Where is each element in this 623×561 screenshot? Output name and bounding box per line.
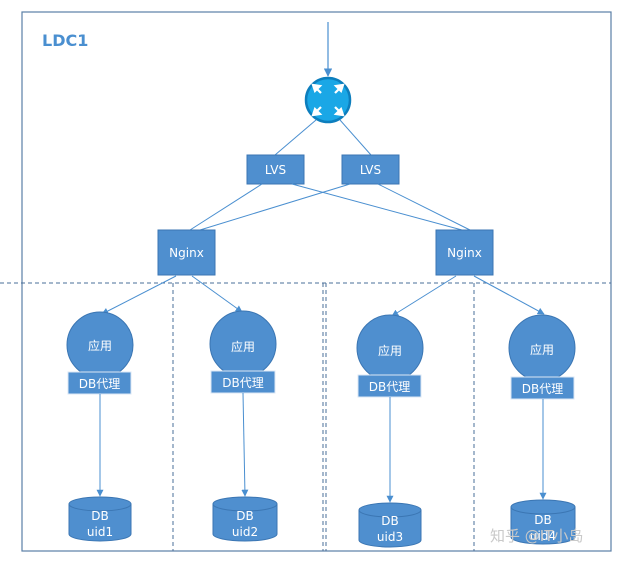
router-icon <box>304 76 352 124</box>
db-proxy-label-3: DB代理 <box>369 380 410 394</box>
db-node-1: DB uid1 <box>68 496 132 542</box>
lvs-label-1: LVS <box>265 163 286 177</box>
link-router-lvs1 <box>274 119 317 156</box>
link-lvs1-nginx2 <box>291 183 463 231</box>
nginx-node-1: Nginx <box>157 229 216 276</box>
link-nginx1-app1 <box>101 275 177 315</box>
link-router-lvs2 <box>339 119 372 156</box>
watermark: 知乎 @IT小岛 <box>490 527 583 545</box>
db-name-2: DB <box>236 509 253 523</box>
nginx-node-2: Nginx <box>435 229 494 276</box>
app-node-2: 应用 DB代理 <box>209 310 277 394</box>
app-label-1: 应用 <box>88 338 112 353</box>
link-lvs2-nginx2 <box>377 183 471 231</box>
link-proxy2-db2 <box>241 392 249 497</box>
db-proxy-label-1: DB代理 <box>79 377 120 391</box>
db-node-4: DB uid4 <box>510 499 576 545</box>
link-lvs2-nginx1 <box>199 183 351 231</box>
link-nginx1-app2 <box>191 275 243 313</box>
lvs-label-2: LVS <box>360 163 381 177</box>
db-uid-2: uid2 <box>232 525 258 539</box>
app-label-3: 应用 <box>378 343 402 358</box>
ldc-title: LDC1 <box>42 31 88 50</box>
nginx-label-1: Nginx <box>169 246 204 260</box>
db-name-1: DB <box>91 509 108 523</box>
db-node-2: DB uid2 <box>212 496 278 542</box>
db-uid-3: uid3 <box>377 530 403 544</box>
db-uid-4: uid4 <box>530 529 556 543</box>
db-proxy-label-2: DB代理 <box>222 376 263 390</box>
nginx-label-2: Nginx <box>447 246 482 260</box>
app-node-3: 应用 DB代理 <box>356 314 424 398</box>
link-nginx2-app4 <box>473 275 545 315</box>
link-nginx2-app3 <box>391 275 457 317</box>
ldc-frame <box>21 11 612 552</box>
app-node-4: 应用 DB代理 <box>508 314 576 400</box>
db-name-4: DB <box>534 513 551 527</box>
app-label-4: 应用 <box>530 342 554 357</box>
app-label-2: 应用 <box>231 339 255 354</box>
link-lvs1-nginx1 <box>189 183 263 231</box>
app-node-1: 应用 DB代理 <box>66 311 134 395</box>
lvs-node-1: LVS <box>246 154 305 185</box>
lvs-node-2: LVS <box>341 154 400 185</box>
db-name-3: DB <box>381 514 398 528</box>
db-proxy-label-4: DB代理 <box>522 382 563 396</box>
db-node-3: DB uid3 <box>358 502 422 548</box>
db-uid-1: uid1 <box>87 525 113 539</box>
